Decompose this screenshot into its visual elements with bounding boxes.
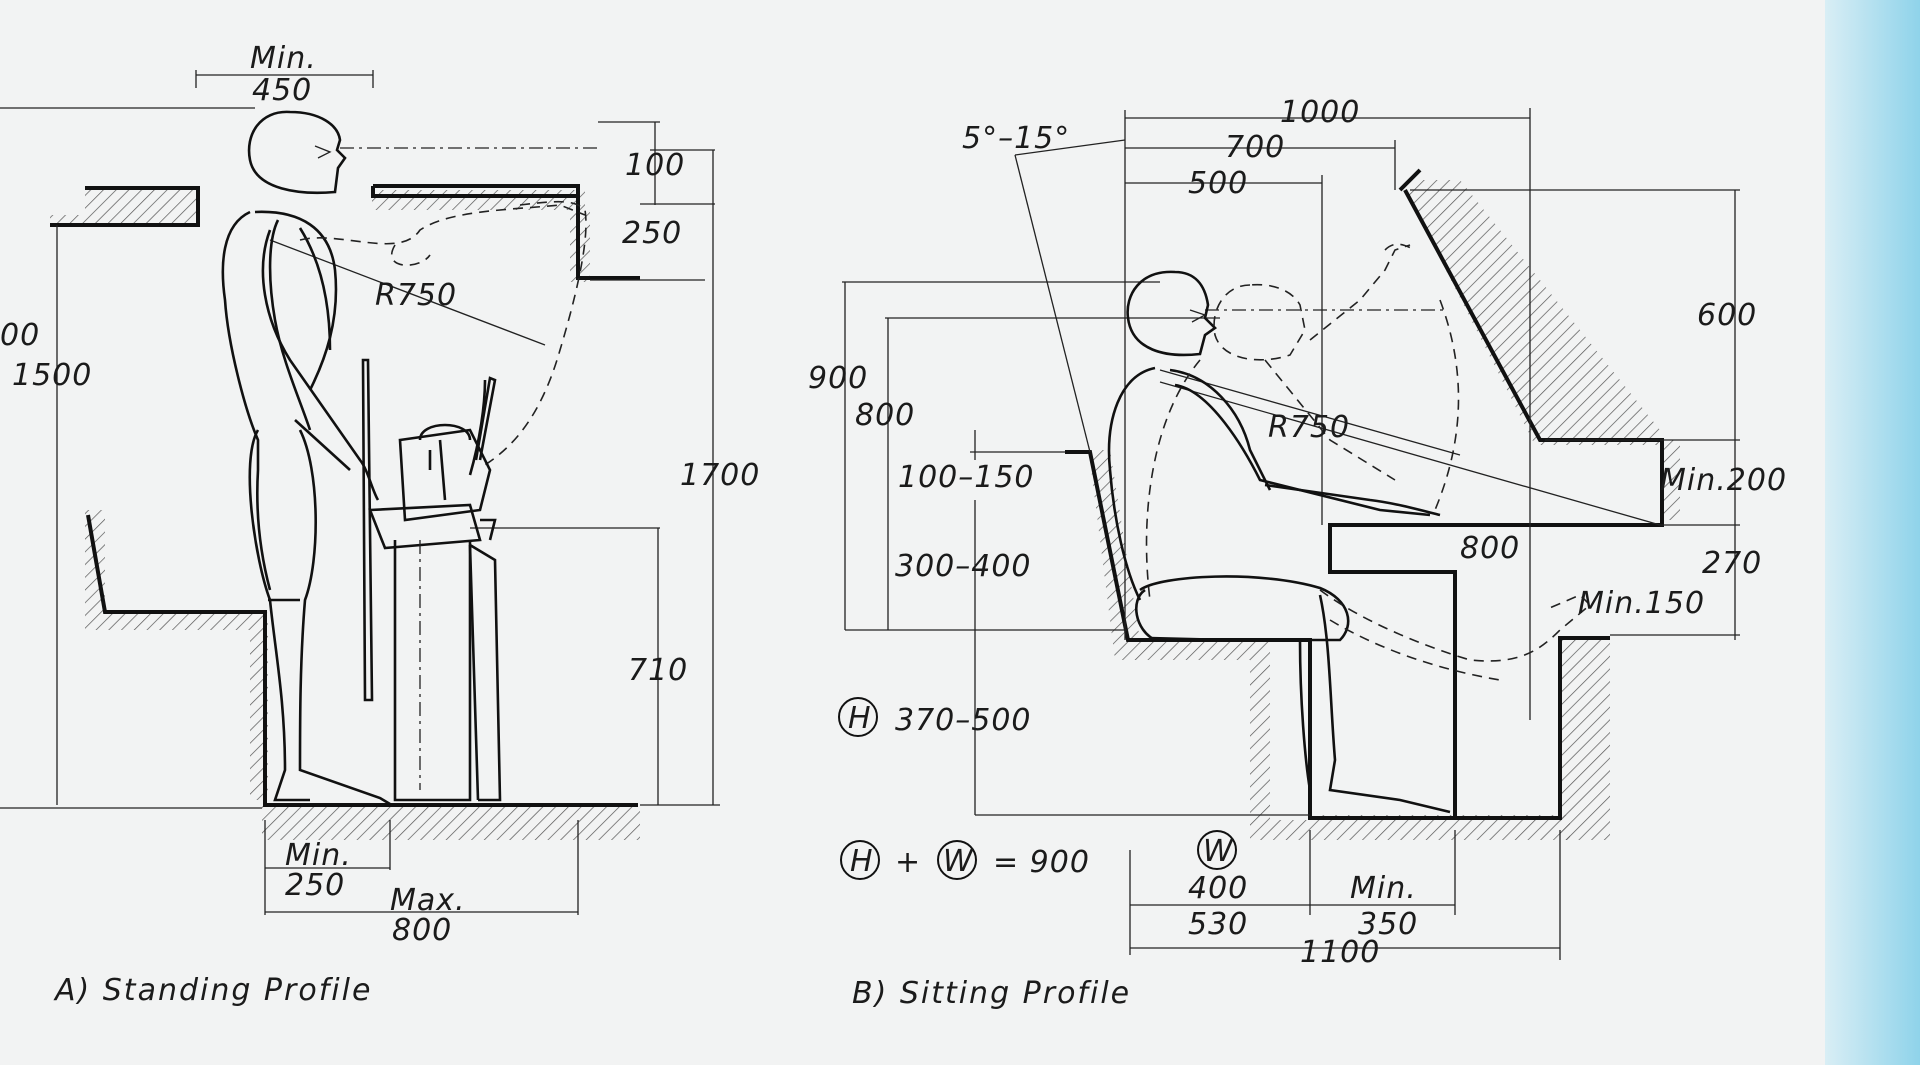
formula-equals-900: = 900 [993,845,1090,880]
sitting-min150: Min.150 [1578,586,1705,621]
standing-dim-1500: 1500 [12,358,92,393]
standing-min450-label-b: 450 [252,73,312,108]
sitting-dim-700: 700 [1225,130,1285,165]
standing-dim-710: 710 [628,653,688,688]
paper-background [0,0,1825,1065]
sitting-w-symbol: W [1203,834,1234,869]
formula-plus: + [895,845,921,880]
standing-edge-fragment: 00 [0,318,40,353]
standing-labels: Min. 450 100 250 R750 00 1500 1700 710 M… [0,41,760,1008]
standing-radius-r750: R750 [375,278,457,313]
sitting-dim-800-horizontal: 800 [1460,531,1520,566]
standing-min450-label-a: Min. [250,41,317,76]
sitting-dim-270: 270 [1702,546,1762,581]
standing-min250-label-b: 250 [285,868,345,903]
sitting-w-400: 400 [1188,871,1248,906]
standing-profile [0,70,720,915]
standing-max800-label-a: Max. [390,883,466,918]
sitting-min200: Min.200 [1660,463,1787,498]
sitting-dim-900: 900 [808,361,868,396]
standing-dim-1700: 1700 [680,458,760,493]
sitting-labels: 5°–15° 1000 700 500 600 900 800 R750 100… [808,95,1787,1011]
sitting-angle-label: 5°–15° [962,121,1070,156]
formula-h-symbol: H [850,844,874,879]
sitting-profile [842,108,1740,960]
standing-min250-label-a: Min. [285,838,352,873]
formula-w-symbol: W [943,844,974,879]
sitting-dim-800-vertical: 800 [855,398,915,433]
sitting-profile-caption: B) Sitting Profile [852,976,1131,1011]
sitting-dim-300-400: 300–400 [895,549,1032,584]
sitting-dim-600: 600 [1697,298,1757,333]
sitting-min350-b: 350 [1358,907,1418,942]
sitting-dim-500: 500 [1188,166,1248,201]
page-edge [1825,0,1920,1065]
standing-max800-label-b: 800 [392,913,452,948]
standing-profile-caption: A) Standing Profile [53,973,372,1008]
sitting-min350-a: Min. [1350,871,1417,906]
sitting-h-range: 370–500 [895,703,1032,738]
sitting-radius-r750: R750 [1268,410,1350,445]
sitting-dim-100-150: 100–150 [898,460,1035,495]
sitting-h-symbol: H [848,701,872,736]
standing-dim-100: 100 [625,148,685,183]
sitting-dim-1000: 1000 [1280,95,1360,130]
sitting-dim-1100: 1100 [1300,935,1380,970]
standing-dim-250: 250 [622,216,682,251]
sitting-w-530: 530 [1188,907,1248,942]
